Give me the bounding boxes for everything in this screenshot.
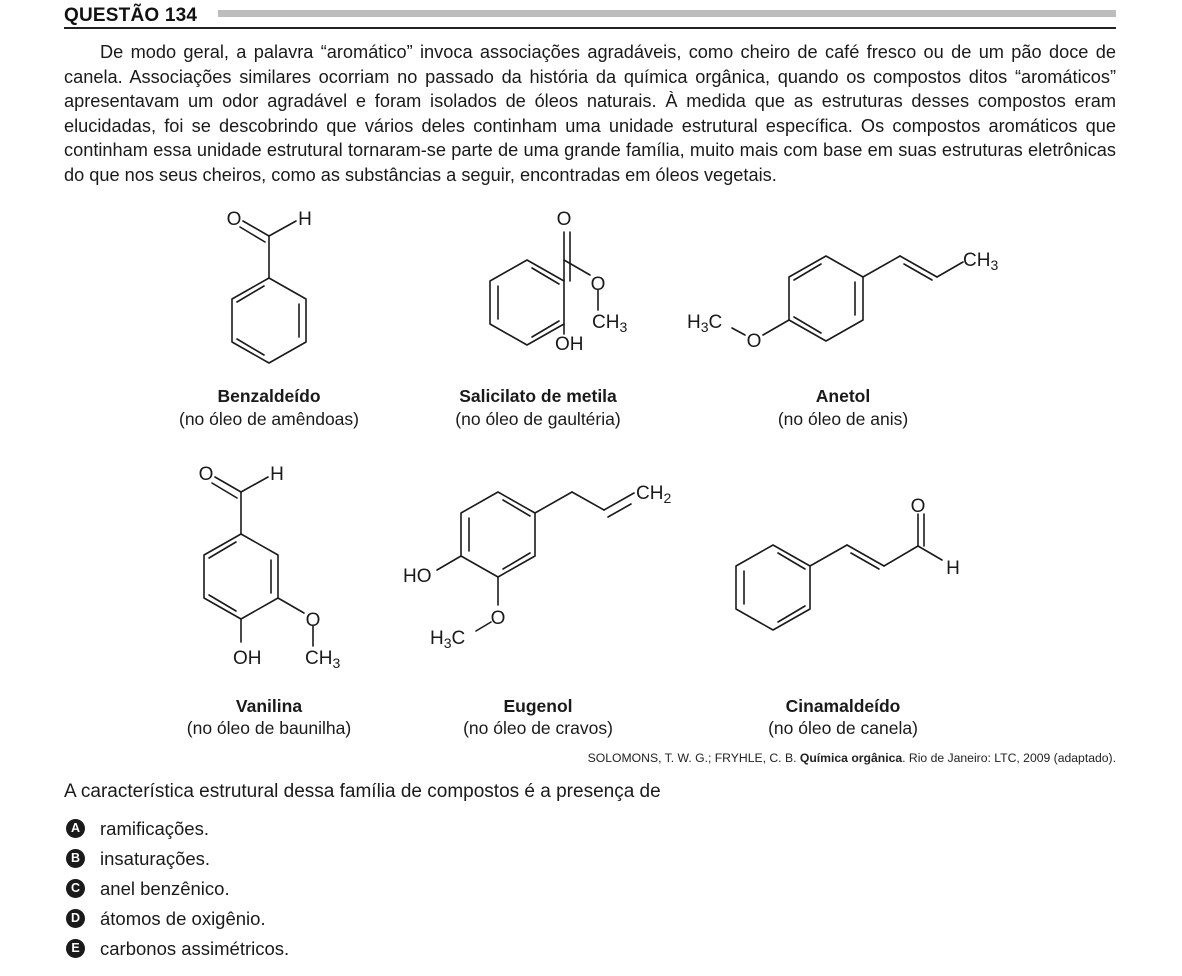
citation-authors: SOLOMONS, T. W. G.; FRYHLE, C. B. xyxy=(587,751,800,765)
atom-label: O xyxy=(227,209,242,230)
molecule-name: Cinamaldeído xyxy=(785,696,901,716)
option-letter-badge: B xyxy=(66,849,85,868)
question-stem: A característica estrutural dessa famíli… xyxy=(64,781,661,802)
question-title: QUESTÃO 134 xyxy=(64,5,198,26)
molecule-source: (no óleo de gaultéria) xyxy=(455,409,621,429)
atom-label: CH3 xyxy=(592,312,627,335)
option-d[interactable]: D átomos de oxigênio. xyxy=(66,908,466,932)
option-text: átomos de oxigênio. xyxy=(100,908,266,929)
header-underline xyxy=(64,27,1116,29)
molecule-source: (no óleo de canela) xyxy=(768,718,918,738)
molecule-source: (no óleo de amêndoas) xyxy=(179,409,359,429)
option-letter-badge: A xyxy=(66,819,85,838)
option-text: ramificações. xyxy=(100,818,209,839)
structure-vanillin xyxy=(203,476,314,647)
atom-label: H xyxy=(270,464,284,485)
passage: De modo geral, a palavra “aromático” inv… xyxy=(64,40,1116,188)
molecule-name: Salicilato de metila xyxy=(459,386,617,406)
citation: SOLOMONS, T. W. G.; FRYHLE, C. B. Químic… xyxy=(588,751,1116,765)
structure-methyl-salicylate xyxy=(489,231,599,346)
molecule-source: (no óleo de cravos) xyxy=(463,718,613,738)
atom-label: CH3 xyxy=(305,648,340,671)
structure-cinnamaldehyde xyxy=(735,513,943,631)
option-text: insaturações. xyxy=(100,848,211,869)
option-b[interactable]: B insaturações. xyxy=(66,848,466,872)
molecule-source: (no óleo de baunilha) xyxy=(186,718,352,738)
atom-label: O xyxy=(747,331,762,352)
molecule-name: Benzaldeído xyxy=(217,386,321,406)
atom-label: O xyxy=(491,608,506,629)
molecule-name: Eugenol xyxy=(503,696,573,716)
atom-label: H xyxy=(946,558,960,579)
atom-label: O xyxy=(557,209,572,230)
atom-label: CH2 xyxy=(636,483,671,506)
option-letter-badge: D xyxy=(66,909,85,928)
structure-benzaldehyde xyxy=(231,220,307,364)
question-header: QUESTÃO 134 xyxy=(64,4,1116,30)
header-bar xyxy=(218,10,1116,17)
structure-anethole xyxy=(731,255,964,342)
citation-rest: . Rio de Janeiro: LTC, 2009 (adaptado). xyxy=(902,751,1116,765)
molecule-name: Vanilina xyxy=(235,696,303,716)
atom-label: CH3 xyxy=(963,250,998,273)
molecule-name: Anetol xyxy=(815,386,871,406)
option-letter-badge: C xyxy=(66,879,85,898)
option-a[interactable]: A ramificações. xyxy=(66,818,466,842)
atom-label: O xyxy=(911,496,926,517)
atom-label: OH xyxy=(233,648,262,669)
structure-eugenol xyxy=(436,491,635,632)
atom-label: H xyxy=(298,209,312,230)
option-letter-badge: E xyxy=(66,939,85,958)
atom-label: O xyxy=(591,274,606,295)
option-c[interactable]: C anel benzênico. xyxy=(66,878,466,902)
molecule-source: (no óleo de anis) xyxy=(777,409,909,429)
atom-label: H3C xyxy=(687,312,722,335)
option-text: anel benzênico. xyxy=(100,878,230,899)
passage-text: De modo geral, a palavra “aromático” inv… xyxy=(64,42,1116,185)
citation-book: Química orgânica xyxy=(799,751,903,765)
atom-label: OH xyxy=(555,334,584,355)
option-e[interactable]: E carbonos assimétricos. xyxy=(66,938,466,962)
atom-labels: O H O O CH3 OH CH3 H3C O O H O OH CH3 CH… xyxy=(199,209,999,671)
atom-label: HO xyxy=(403,566,432,587)
atom-label: O xyxy=(306,610,321,631)
atom-label: O xyxy=(199,464,214,485)
option-text: carbonos assimétricos. xyxy=(100,938,290,959)
atom-label: H3C xyxy=(430,628,465,651)
